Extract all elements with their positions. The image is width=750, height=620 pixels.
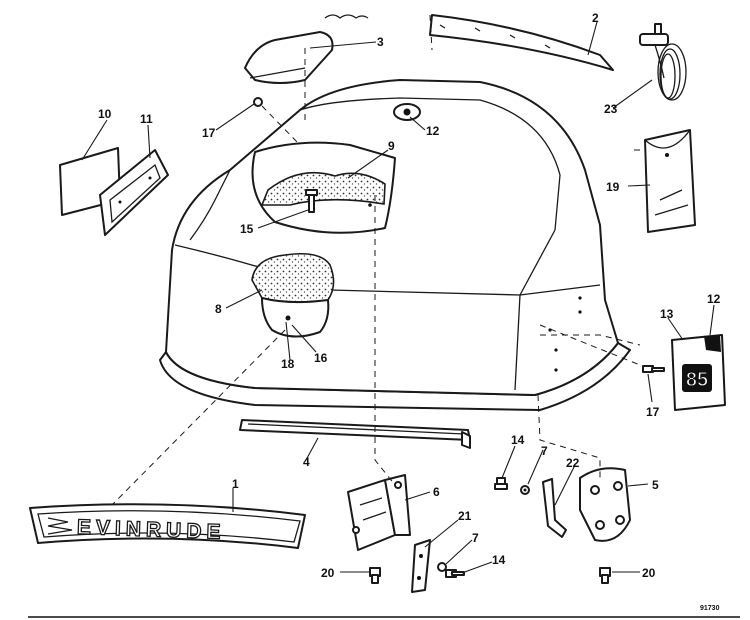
callout-21: 21 xyxy=(458,509,472,523)
drawing-code: 91730 xyxy=(700,605,720,612)
assembly-guide-lines xyxy=(111,14,641,506)
callout-2: 2 xyxy=(592,11,599,25)
callout-22: 22 xyxy=(566,456,580,470)
access-cover xyxy=(244,31,334,84)
callout-labels: 1 2 3 4 5 6 7 7 8 9 10 11 12 12 13 14 14… xyxy=(98,11,721,580)
parts-pouch xyxy=(644,129,696,233)
acoustic-foam-lower xyxy=(251,252,335,303)
callout-9: 9 xyxy=(388,139,395,153)
latch-plate xyxy=(411,539,431,593)
stud-20-left-icon xyxy=(369,567,381,584)
callout-20-right: 20 xyxy=(642,566,656,580)
screw-14-upper-icon xyxy=(494,477,508,490)
callout-18: 18 xyxy=(281,357,295,371)
mounting-plate xyxy=(579,467,631,542)
logo-arrows-icon xyxy=(47,517,73,535)
callout-13: 13 xyxy=(660,307,674,321)
grommet-12-icon xyxy=(393,103,421,121)
screw-17-upper-icon xyxy=(253,97,263,107)
callout-leader-lines xyxy=(81,21,715,574)
callout-4: 4 xyxy=(303,455,310,469)
callout-17-upper: 17 xyxy=(202,126,216,140)
screw-14-lower-icon xyxy=(445,569,465,578)
cutaway-opening xyxy=(251,141,396,234)
foam-backing-plate xyxy=(261,297,330,338)
screw-17-lower-icon xyxy=(642,365,665,373)
callout-10: 10 xyxy=(98,107,112,121)
model-badge: 85 xyxy=(671,334,726,411)
spring-clip xyxy=(542,478,567,538)
callout-3: 3 xyxy=(377,35,384,49)
motor-cover xyxy=(159,79,631,411)
callout-7-lower: 7 xyxy=(472,531,479,545)
callout-19: 19 xyxy=(606,180,620,194)
callout-15: 15 xyxy=(240,222,254,236)
callout-11: 11 xyxy=(140,112,153,126)
callout-14-lower: 14 xyxy=(492,553,506,567)
callout-1: 1 xyxy=(232,477,239,491)
callout-12-badge: 12 xyxy=(707,292,721,306)
callout-12-top: 12 xyxy=(426,124,440,138)
spring-clip-icon xyxy=(324,14,369,19)
callout-20-left: 20 xyxy=(321,566,335,580)
callout-23: 23 xyxy=(604,102,618,116)
foam-retainer-hole xyxy=(285,315,291,321)
callout-5: 5 xyxy=(652,478,659,492)
starter-cable xyxy=(639,23,687,101)
badge-text: 85 xyxy=(686,369,708,391)
cover-bracket xyxy=(347,474,411,551)
top-decal-strip xyxy=(429,14,614,71)
callout-7-upper: 7 xyxy=(541,444,548,458)
callout-17-lower: 17 xyxy=(646,405,660,419)
stud-20-right-icon xyxy=(599,567,611,584)
acoustic-foam-upper xyxy=(260,171,386,206)
evinrude-nameplate: EVINRUDE xyxy=(29,503,306,549)
callout-6: 6 xyxy=(433,485,440,499)
decal-frame xyxy=(99,149,169,236)
washer-7-upper-icon xyxy=(520,485,530,495)
callout-8: 8 xyxy=(215,302,222,316)
screw-15-icon xyxy=(305,189,318,213)
callout-14-upper: 14 xyxy=(511,433,525,447)
lower-seal-strip xyxy=(239,419,471,449)
callout-16: 16 xyxy=(314,351,328,365)
washer-7-lower-icon xyxy=(437,562,447,572)
